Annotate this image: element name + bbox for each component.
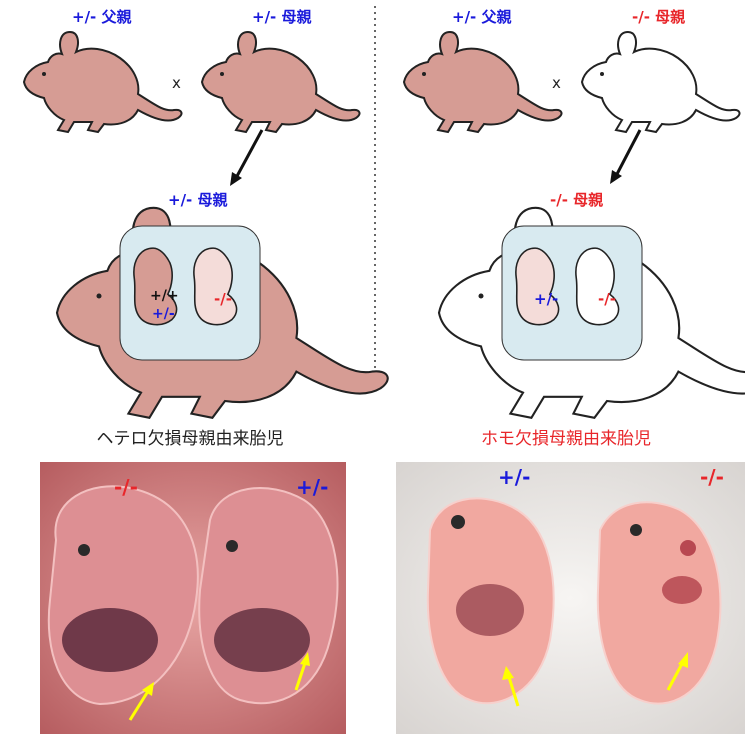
photo-right-label-het: +/- <box>498 465 530 489</box>
caption-homozygous-mother: ホモ欠損母親由来胎児 <box>481 429 651 449</box>
left-embryo2-label: -/- <box>214 290 232 308</box>
right-mother-mouse <box>582 32 739 132</box>
photo-left-label-homo: -/- <box>114 475 138 499</box>
right-cross-symbol: x <box>552 74 561 92</box>
left-mother-mouse <box>202 32 359 132</box>
photo-left-label-het: +/- <box>296 475 328 499</box>
left-mother-label: +/- 母親 <box>252 8 312 26</box>
right-arrow <box>616 130 640 176</box>
left-cross-symbol: x <box>172 74 181 92</box>
right-embryo1-label: +/- <box>534 290 558 308</box>
photo-right <box>396 462 745 734</box>
left-embryo1-label-a: +/+ <box>150 288 179 304</box>
right-pregnant-label: -/- 母親 <box>550 191 603 209</box>
left-father-mouse <box>24 32 181 132</box>
left-embryo1-label-b: +/- <box>152 306 175 322</box>
left-pregnant-label: +/- 母親 <box>168 191 228 209</box>
right-mother-label: -/- 母親 <box>632 8 685 26</box>
left-arrow <box>236 130 262 178</box>
photo-left <box>40 462 346 734</box>
caption-heterozygous-mother: ヘテロ欠損母親由来胎児 <box>97 429 284 449</box>
photo-right-label-homo: -/- <box>700 465 724 489</box>
right-father-label: +/- 父親 <box>452 8 512 26</box>
left-father-label: +/- 父親 <box>72 8 132 26</box>
right-embryo2-label: -/- <box>598 290 616 308</box>
right-father-mouse <box>404 32 561 132</box>
